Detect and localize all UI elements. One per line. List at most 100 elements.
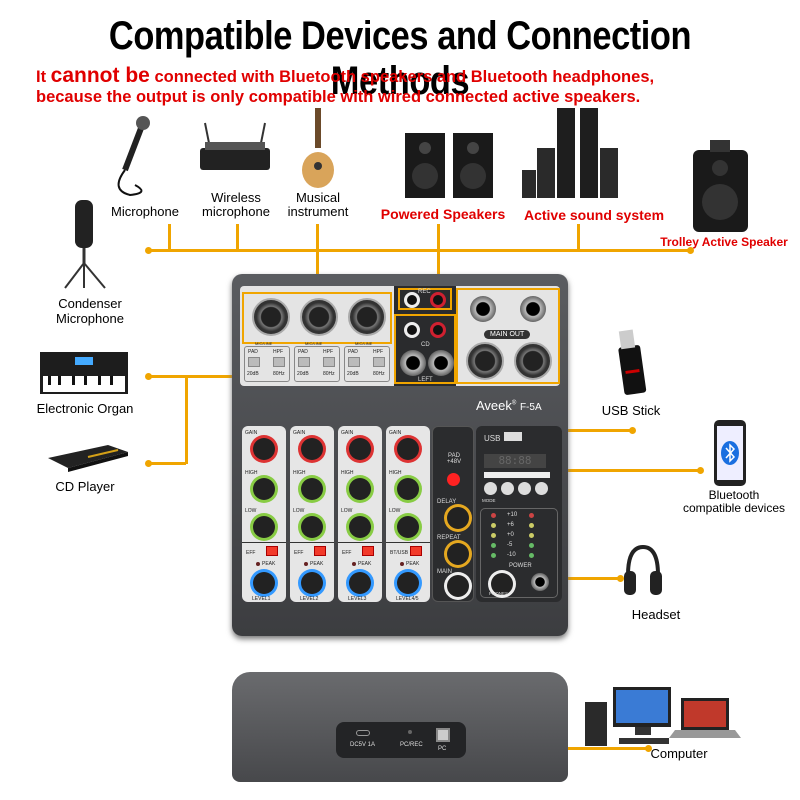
eff-button[interactable] xyxy=(266,546,278,556)
eff-button[interactable] xyxy=(410,546,422,556)
cd-rca-left[interactable] xyxy=(404,322,420,338)
main-out-jack-l[interactable] xyxy=(470,296,496,322)
level-label: LEVEL3 xyxy=(348,596,367,602)
pad48-label: PAD +48V xyxy=(446,453,462,465)
low-label: LOW xyxy=(389,508,401,514)
pcrec-led xyxy=(408,730,412,734)
pad-button[interactable] xyxy=(298,357,310,367)
rec-rca-right[interactable] xyxy=(430,292,446,308)
low-knob[interactable] xyxy=(397,516,419,538)
high-label: HIGH xyxy=(245,470,258,476)
label-bluetooth-2: compatible devices xyxy=(682,501,786,515)
label-bluetooth-1: Bluetooth xyxy=(708,488,760,502)
eff-button[interactable] xyxy=(362,546,374,556)
pc-label: PC xyxy=(438,746,447,752)
label-condenser-2: Microphone xyxy=(56,311,124,326)
repeat-knob[interactable] xyxy=(447,543,469,565)
cd-rca-right[interactable] xyxy=(430,322,446,338)
main-knob[interactable] xyxy=(447,575,469,597)
level-knob[interactable] xyxy=(301,572,323,594)
hpf-button[interactable] xyxy=(273,357,285,367)
mic-line-label: MIC/LINE xyxy=(255,341,273,346)
main-out-jack-r[interactable] xyxy=(520,296,546,322)
gain-label: GAIN xyxy=(245,430,258,436)
usb-b-port[interactable] xyxy=(436,728,450,742)
high-knob[interactable] xyxy=(349,478,371,500)
pad-value: 20dB xyxy=(297,371,309,377)
delay-knob[interactable] xyxy=(447,507,469,529)
high-knob[interactable] xyxy=(397,478,419,500)
phones-knob[interactable] xyxy=(491,573,513,595)
main-out-xlr-l[interactable] xyxy=(466,342,504,380)
meter-led-left xyxy=(491,543,496,548)
hpf-button[interactable] xyxy=(373,357,385,367)
meter-label: +0 xyxy=(507,532,514,538)
high-knob[interactable] xyxy=(301,478,323,500)
left-jack-r[interactable] xyxy=(428,350,454,376)
low-knob[interactable] xyxy=(253,516,275,538)
xlr-input-3[interactable] xyxy=(348,298,386,336)
phones-label: PHONES xyxy=(489,591,509,596)
low-label: LOW xyxy=(245,508,257,514)
warning-line-1: It cannot be connected with Bluetooth sp… xyxy=(36,64,655,87)
left-label: LEFT xyxy=(418,377,433,383)
divider xyxy=(338,542,382,543)
gain-knob[interactable] xyxy=(349,438,371,460)
xlr-input-2[interactable] xyxy=(300,298,338,336)
pad-button[interactable] xyxy=(348,357,360,367)
level-knob[interactable] xyxy=(349,572,371,594)
pad-value: 20dB xyxy=(347,371,359,377)
power-label: POWER xyxy=(509,563,532,569)
meter-led-left xyxy=(491,513,496,518)
left-jack-l[interactable] xyxy=(400,350,426,376)
usb-label: USB xyxy=(484,434,501,443)
display: 88:88 xyxy=(484,454,546,468)
high-knob[interactable] xyxy=(253,478,275,500)
mic-line-label: MIC/LINE xyxy=(305,341,323,346)
low-label: LOW xyxy=(341,508,353,514)
eff-button[interactable] xyxy=(314,546,326,556)
meter-led-right xyxy=(529,513,534,518)
play-pause-button[interactable] xyxy=(535,482,548,495)
powered-speakers-image xyxy=(405,133,493,198)
low-label: LOW xyxy=(293,508,305,514)
main-out-xlr-r[interactable] xyxy=(514,342,552,380)
trolley-speaker-image xyxy=(693,140,748,232)
gain-knob[interactable] xyxy=(253,438,275,460)
pad-button[interactable] xyxy=(248,357,260,367)
meter-label: +6 xyxy=(507,522,514,528)
divider xyxy=(290,542,334,543)
hpf-button[interactable] xyxy=(323,357,335,367)
peak-label: PEAK xyxy=(310,561,324,567)
active-sound-system-image xyxy=(522,108,618,198)
usb-stick-image xyxy=(618,329,647,395)
meter-led-left xyxy=(491,533,496,538)
label-trolley-speaker: Trolley Active Speaker xyxy=(660,235,788,249)
label-instrument-1: Musical xyxy=(295,190,341,205)
label-electronic-organ: Electronic Organ xyxy=(36,401,134,416)
low-knob[interactable] xyxy=(301,516,323,538)
level-knob[interactable] xyxy=(253,572,275,594)
phones-jack[interactable] xyxy=(531,573,549,591)
mode-button[interactable] xyxy=(484,482,497,495)
gain-knob[interactable] xyxy=(397,438,419,460)
rear-panel: DC5V 1A PC/REC PC xyxy=(336,722,466,758)
eff-label: EFF xyxy=(294,550,304,556)
phantom-button[interactable] xyxy=(447,473,460,486)
usb-c-port[interactable] xyxy=(356,730,370,736)
level-knob[interactable] xyxy=(397,572,419,594)
rec-rca-left[interactable] xyxy=(404,292,420,308)
next-button[interactable] xyxy=(518,482,531,495)
usb-port[interactable] xyxy=(504,432,522,441)
prev-button[interactable] xyxy=(501,482,514,495)
mixer-rear: DC5V 1A PC/REC PC xyxy=(232,672,568,782)
xlr-input-1[interactable] xyxy=(252,298,290,336)
low-knob[interactable] xyxy=(349,516,371,538)
delay-label: DELAY xyxy=(437,499,457,505)
gain-knob[interactable] xyxy=(301,438,323,460)
